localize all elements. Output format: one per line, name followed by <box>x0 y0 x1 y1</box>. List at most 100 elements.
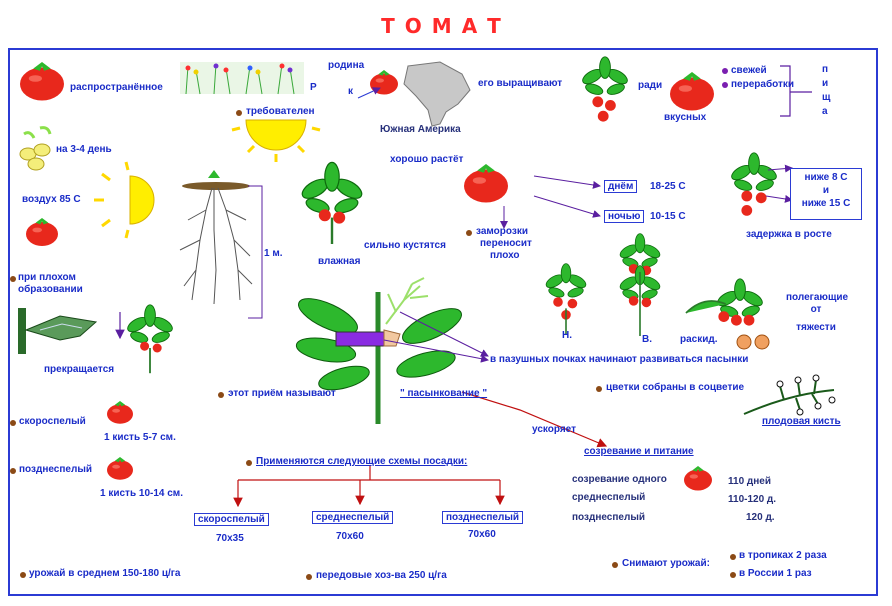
roots-icon <box>179 170 253 305</box>
label-food-i: и <box>822 78 829 89</box>
label-below-15: ниже 15 С <box>801 198 851 209</box>
label-food-a: а <box>822 106 828 117</box>
bullet-icon <box>246 460 252 466</box>
label-day-temp: 18-25 С <box>650 181 686 192</box>
label-harvest: Снимают урожай: <box>622 558 710 569</box>
tomato-plant-icon <box>579 56 631 122</box>
bullet-icon <box>306 574 312 580</box>
label-early-cluster: 1 кисть 5-7 см. <box>104 432 176 443</box>
scheme-late-box: позднеспелый <box>442 511 524 524</box>
page-title: ТОМАТ <box>381 14 511 38</box>
label-yield-average: урожай в среднем 150-180 ц/га <box>29 568 181 579</box>
bullet-icon <box>466 230 472 236</box>
label-v: В. <box>642 334 652 345</box>
label-mid-ripe: среднеспелый <box>572 492 646 503</box>
bullet-icon <box>10 468 16 474</box>
tomato-plant-indeterminate-icon <box>617 233 663 337</box>
bullet-icon <box>218 392 224 398</box>
label-stops: прекращается <box>44 364 115 375</box>
label-scheme-mid-size: 70x60 <box>336 531 364 542</box>
label-bushes: сильно кустятся <box>364 240 446 251</box>
sun-icon <box>94 161 155 239</box>
label-axil: в пазушных почках начинают развиваться п… <box>490 354 749 365</box>
south-america-map <box>403 61 471 127</box>
tomato-icon <box>107 401 133 424</box>
label-processed: переработки <box>731 79 795 90</box>
label-late-cluster: 1 кисть 10-14 см. <box>100 488 183 499</box>
label-technique: этот приём называют <box>228 388 336 399</box>
label-fruit-cluster: плодовая кисть <box>762 416 841 427</box>
label-accelerates: ускоряет <box>532 424 576 435</box>
label-food-sh: щ <box>822 92 831 103</box>
label-days-3: 120 д. <box>746 512 775 523</box>
label-raskid: раскид. <box>680 334 718 345</box>
label-tropics: в тропиках 2 раза <box>739 550 827 561</box>
label-day-3-4: на 3-4 день <box>56 144 112 155</box>
label-to: к <box>348 86 354 97</box>
label-grows-well: хорошо растёт <box>390 154 464 165</box>
label-below-8: ниже 8 С <box>804 172 848 183</box>
label-growth-delay: задержка в росте <box>746 229 832 240</box>
tomato-icon <box>26 218 58 246</box>
label-ripening-one: созревание одного <box>572 474 667 485</box>
bullet-icon <box>236 110 242 116</box>
seeds-icon <box>19 126 52 171</box>
label-demanding: требователен <box>246 106 315 117</box>
label-widespread: распространённое <box>70 82 163 93</box>
label-food-p: п <box>822 64 829 75</box>
label-poor-formation-2: образовании <box>18 284 83 295</box>
label-and: и <box>822 185 830 196</box>
bullet-icon <box>612 562 618 568</box>
label-russia: в России 1 раз <box>739 568 812 579</box>
label-late-ripe: позднеспелый <box>19 464 93 475</box>
label-tasty: вкусных <box>664 112 707 123</box>
tomato-plant-icon <box>124 304 176 374</box>
label-frost-3: плохо <box>490 250 520 261</box>
label-pasynok: " пасынкование " <box>400 388 488 399</box>
label-flowers: цветки собраны в соцветие <box>606 382 745 393</box>
meadow-icon <box>180 62 304 95</box>
fruit-cluster-icon <box>743 379 835 415</box>
label-frost-2: переносит <box>480 238 532 249</box>
threshold-box: ниже 8 С и ниже 15 С <box>790 168 862 220</box>
label-lodging-1: полегающие <box>786 292 849 303</box>
label-air-85: воздух 85 С <box>22 194 81 205</box>
tomato-icon <box>684 466 712 491</box>
bullet-icon <box>722 82 728 88</box>
scheme-mid-box: среднеспелый <box>312 511 394 524</box>
night-box: ночью <box>604 210 645 223</box>
fruit-section-icon <box>18 308 98 354</box>
pinching-illustration <box>295 277 462 424</box>
label-for: ради <box>638 80 663 91</box>
sun-icon <box>231 119 321 162</box>
label-root-height: 1 м. <box>264 248 283 259</box>
label-lodging-2: от <box>810 304 822 315</box>
scheme-tree <box>233 466 505 508</box>
tomato-icon <box>670 72 714 111</box>
bullet-icon <box>722 68 728 74</box>
bullet-icon <box>596 386 602 392</box>
tomato-icon <box>20 62 64 101</box>
label-south-america: Южная Америка <box>380 124 461 135</box>
label-days-2: 110-120 д. <box>728 494 777 505</box>
bullet-icon <box>20 572 26 578</box>
label-frost-1: заморозки <box>476 226 528 237</box>
diagram-frame <box>8 48 878 596</box>
tomato-plant-icon <box>298 161 366 245</box>
bullet-icon <box>10 420 16 426</box>
bullet-icon <box>10 276 16 282</box>
label-scheme-early-size: 70x35 <box>216 533 244 544</box>
label-late-ripe-right: позднеспелый <box>572 512 646 523</box>
label-fresh: свежей <box>731 65 767 76</box>
label-leading-farms: передовые хоз-ва 250 ц/га <box>316 570 447 581</box>
label-humid: влажная <box>318 256 361 267</box>
label-early-ripe: скороспелый <box>19 416 86 427</box>
label-scheme-title: Применяются следующие схемы посадки: <box>256 456 468 467</box>
label-ripening: созревание и питание <box>584 446 694 457</box>
tomato-icon <box>107 457 133 480</box>
label-days-1: 110 дней <box>728 476 772 487</box>
label-n: Н. <box>562 330 572 341</box>
tomato-plant-icon <box>728 152 780 216</box>
bullet-icon <box>730 572 736 578</box>
